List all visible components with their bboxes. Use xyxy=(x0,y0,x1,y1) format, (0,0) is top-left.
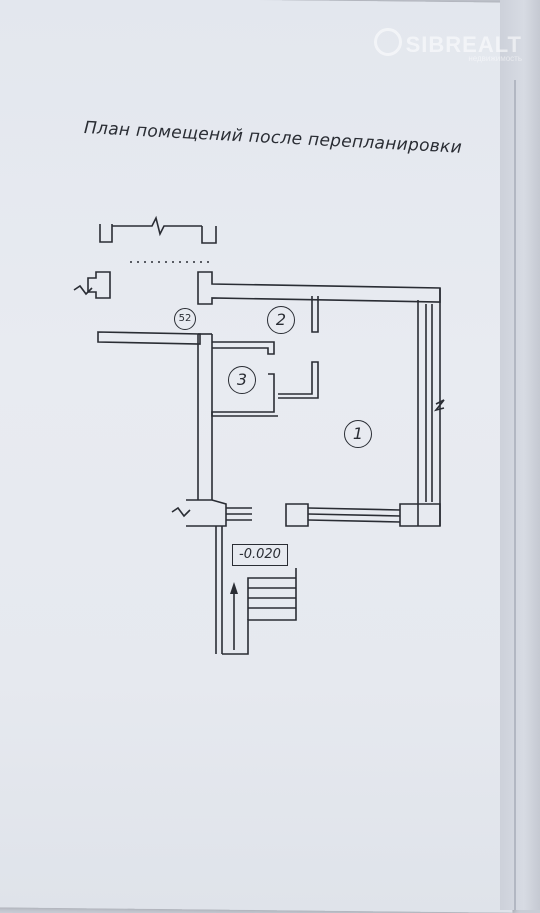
right-wall-break xyxy=(433,399,445,412)
axis-label-52: 52 xyxy=(174,308,196,330)
entrance-post xyxy=(285,503,309,527)
break-line-left xyxy=(73,284,93,296)
room-label-1: 1 xyxy=(344,420,372,448)
page-edge xyxy=(500,0,540,910)
room-label-3: 3 xyxy=(228,366,256,394)
left-wall-fragment xyxy=(87,271,111,299)
stair-outline xyxy=(222,568,297,655)
right-wall-foot xyxy=(399,503,441,527)
left-foot xyxy=(186,499,227,527)
stair-arrow-head xyxy=(230,582,238,594)
corridor-wall xyxy=(97,331,201,345)
partition-l-shape xyxy=(278,361,319,399)
break-line-top xyxy=(112,215,202,237)
watermark-brand: SIBREALT xyxy=(405,32,522,57)
right-wall-window xyxy=(425,304,433,502)
page-edge-line xyxy=(514,80,516,910)
stair-inner xyxy=(247,577,296,620)
entrance-frame-left xyxy=(226,507,252,521)
column-stub-right xyxy=(201,226,217,244)
watermark-logo-icon xyxy=(373,28,402,56)
room-label-2: 2 xyxy=(267,306,295,334)
stair-left-rail xyxy=(215,526,223,654)
watermark-subtitle: недвижимость xyxy=(468,54,522,63)
watermark: SIBREALT xyxy=(373,28,522,58)
bottom-window xyxy=(307,507,401,523)
column-stub-left xyxy=(99,224,113,243)
break-line-bottom-left xyxy=(171,506,191,518)
partition-room3-right xyxy=(211,373,278,417)
partition-room3-top xyxy=(212,341,275,355)
stair-treads xyxy=(248,587,296,609)
partition-room2 xyxy=(311,296,319,333)
level-mark: -0.020 xyxy=(232,544,288,566)
top-wall xyxy=(197,271,441,305)
